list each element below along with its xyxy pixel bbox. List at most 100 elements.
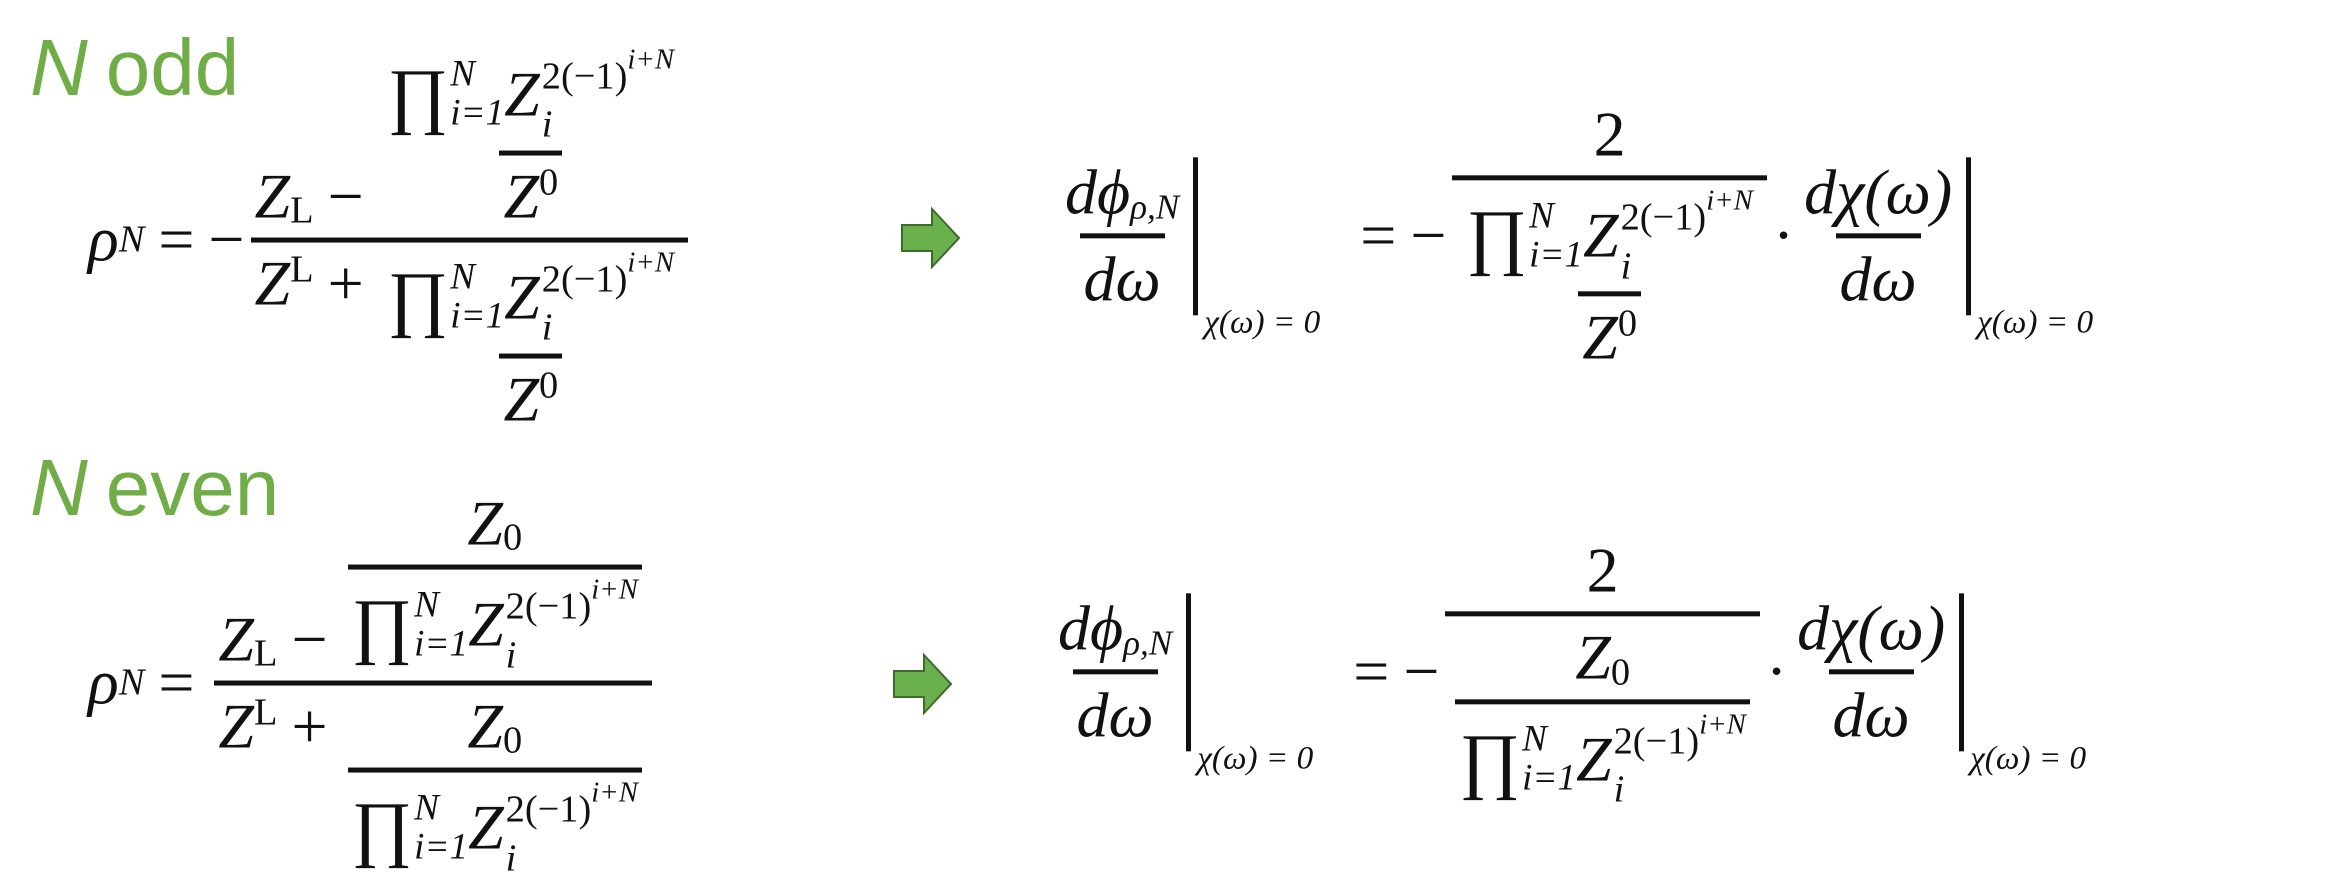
product-limits: N i=1 xyxy=(1522,719,1576,799)
exponent-power: i+N xyxy=(591,573,638,606)
label-var: N xyxy=(30,23,88,112)
rho-subscript: N xyxy=(118,661,145,704)
z0: Z xyxy=(467,487,503,559)
label-word: even xyxy=(105,443,280,532)
domega: dω xyxy=(1832,679,1910,751)
z0: Z xyxy=(467,690,503,762)
domega: dω xyxy=(1083,243,1161,315)
exponent-power: i+N xyxy=(1706,184,1753,217)
dphi-sub: ρ,N xyxy=(1130,187,1180,227)
z-variable: Z xyxy=(1582,199,1619,271)
right-arrow-icon xyxy=(901,206,961,270)
evaluation-condition: χ(ω) = 0 xyxy=(1204,303,1321,341)
exponent-base: 2(−1) xyxy=(541,258,628,301)
dphi: dϕ xyxy=(1058,592,1124,664)
domega: dω xyxy=(1839,243,1917,315)
two: 2 xyxy=(1586,534,1619,606)
z0: Z xyxy=(503,363,540,435)
upper-limit: N xyxy=(450,256,476,298)
z-variable: Z xyxy=(504,261,540,333)
exponent-power: i+N xyxy=(627,43,675,76)
product-term: ∏ N i=1 Z 2(−1)i+N i xyxy=(352,776,638,880)
upper-limit: N xyxy=(450,53,476,95)
product-symbol: ∏ xyxy=(387,53,449,136)
product-term: ∏ N i=1 Z 2(−1)i+N i xyxy=(352,576,638,675)
multiply-dot: · xyxy=(1772,199,1795,271)
right-arrow-icon xyxy=(893,652,953,716)
label-var: N xyxy=(30,443,88,532)
z-exponent: 2(−1)i+N i xyxy=(505,776,638,880)
dchi: dχ(ω) xyxy=(1797,592,1946,664)
z-exponent: 2(−1)i+N i xyxy=(506,576,638,675)
z0-sub: 0 xyxy=(502,719,523,762)
z-subscript: i xyxy=(541,103,553,146)
equals: = xyxy=(1353,635,1390,707)
equals: = xyxy=(158,203,195,275)
z-load-sub: L xyxy=(290,189,314,232)
dchi-fraction: dχ(ω) dω xyxy=(1800,156,1956,315)
z-load: Z xyxy=(218,603,255,675)
two: 2 xyxy=(1593,98,1626,170)
exponent-power: i+N xyxy=(627,246,675,279)
lower-limit: i=1 xyxy=(1522,757,1576,799)
z0: Z xyxy=(1582,301,1618,373)
z-exponent: 2(−1)i+N i xyxy=(541,246,675,348)
product-term: ∏ N i=1 Z 2(−1)i+N i xyxy=(388,246,675,348)
z-load: Z xyxy=(218,690,255,762)
z-exponent: 2(−1)i+N i xyxy=(541,43,675,146)
lower-limit: i=1 xyxy=(414,623,469,665)
product-term: ∏ N i=1 Z 2(−1)i+N i xyxy=(1466,184,1753,287)
z-exponent: 2(−1)i+N i xyxy=(1620,184,1753,287)
z-subscript: i xyxy=(1620,244,1632,287)
exponent-base: 2(−1) xyxy=(505,586,592,629)
z0-sub: 0 xyxy=(1610,650,1631,693)
lower-limit: i=1 xyxy=(450,295,505,337)
z-load: Z xyxy=(254,160,291,232)
evaluation-bar xyxy=(1186,593,1192,751)
evaluation-bar xyxy=(1193,157,1199,315)
z-load-sub: L xyxy=(290,248,314,291)
product-limits: N i=1 xyxy=(450,53,505,134)
z0-sub: 0 xyxy=(1617,302,1638,345)
upper-limit: N xyxy=(1529,195,1554,237)
rho: ρ xyxy=(88,203,119,275)
rho-subscript: N xyxy=(118,218,145,261)
exponent-base: 2(−1) xyxy=(541,55,628,98)
product-symbol: ∏ xyxy=(1459,717,1521,800)
z-subscript: i xyxy=(505,634,517,677)
plus: + xyxy=(327,247,364,319)
product-limits: N i=1 xyxy=(414,788,468,867)
z0-sub: 0 xyxy=(539,364,559,407)
exponent-power: i+N xyxy=(1699,708,1746,741)
z0: Z xyxy=(1575,621,1611,693)
z-exponent: 2(−1)i+N i xyxy=(1614,710,1746,809)
z-load: Z xyxy=(254,247,291,319)
evaluation-bar xyxy=(1966,157,1972,315)
product-term: ∏ N i=1 Z 2(−1)i+N i xyxy=(1459,710,1745,809)
product-term: ∏ N i=1 Z 2(−1)i+N i xyxy=(387,43,675,146)
dchi: dχ(ω) xyxy=(1804,156,1953,228)
exponent-power: i+N xyxy=(591,776,638,809)
minus: − xyxy=(1403,635,1440,707)
minus: − xyxy=(291,603,328,675)
exponent-base: 2(−1) xyxy=(505,789,592,832)
z-subscript: i xyxy=(505,837,517,880)
product-limits: N i=1 xyxy=(414,585,469,665)
minus: − xyxy=(327,160,364,232)
lower-limit: i=1 xyxy=(450,92,505,134)
